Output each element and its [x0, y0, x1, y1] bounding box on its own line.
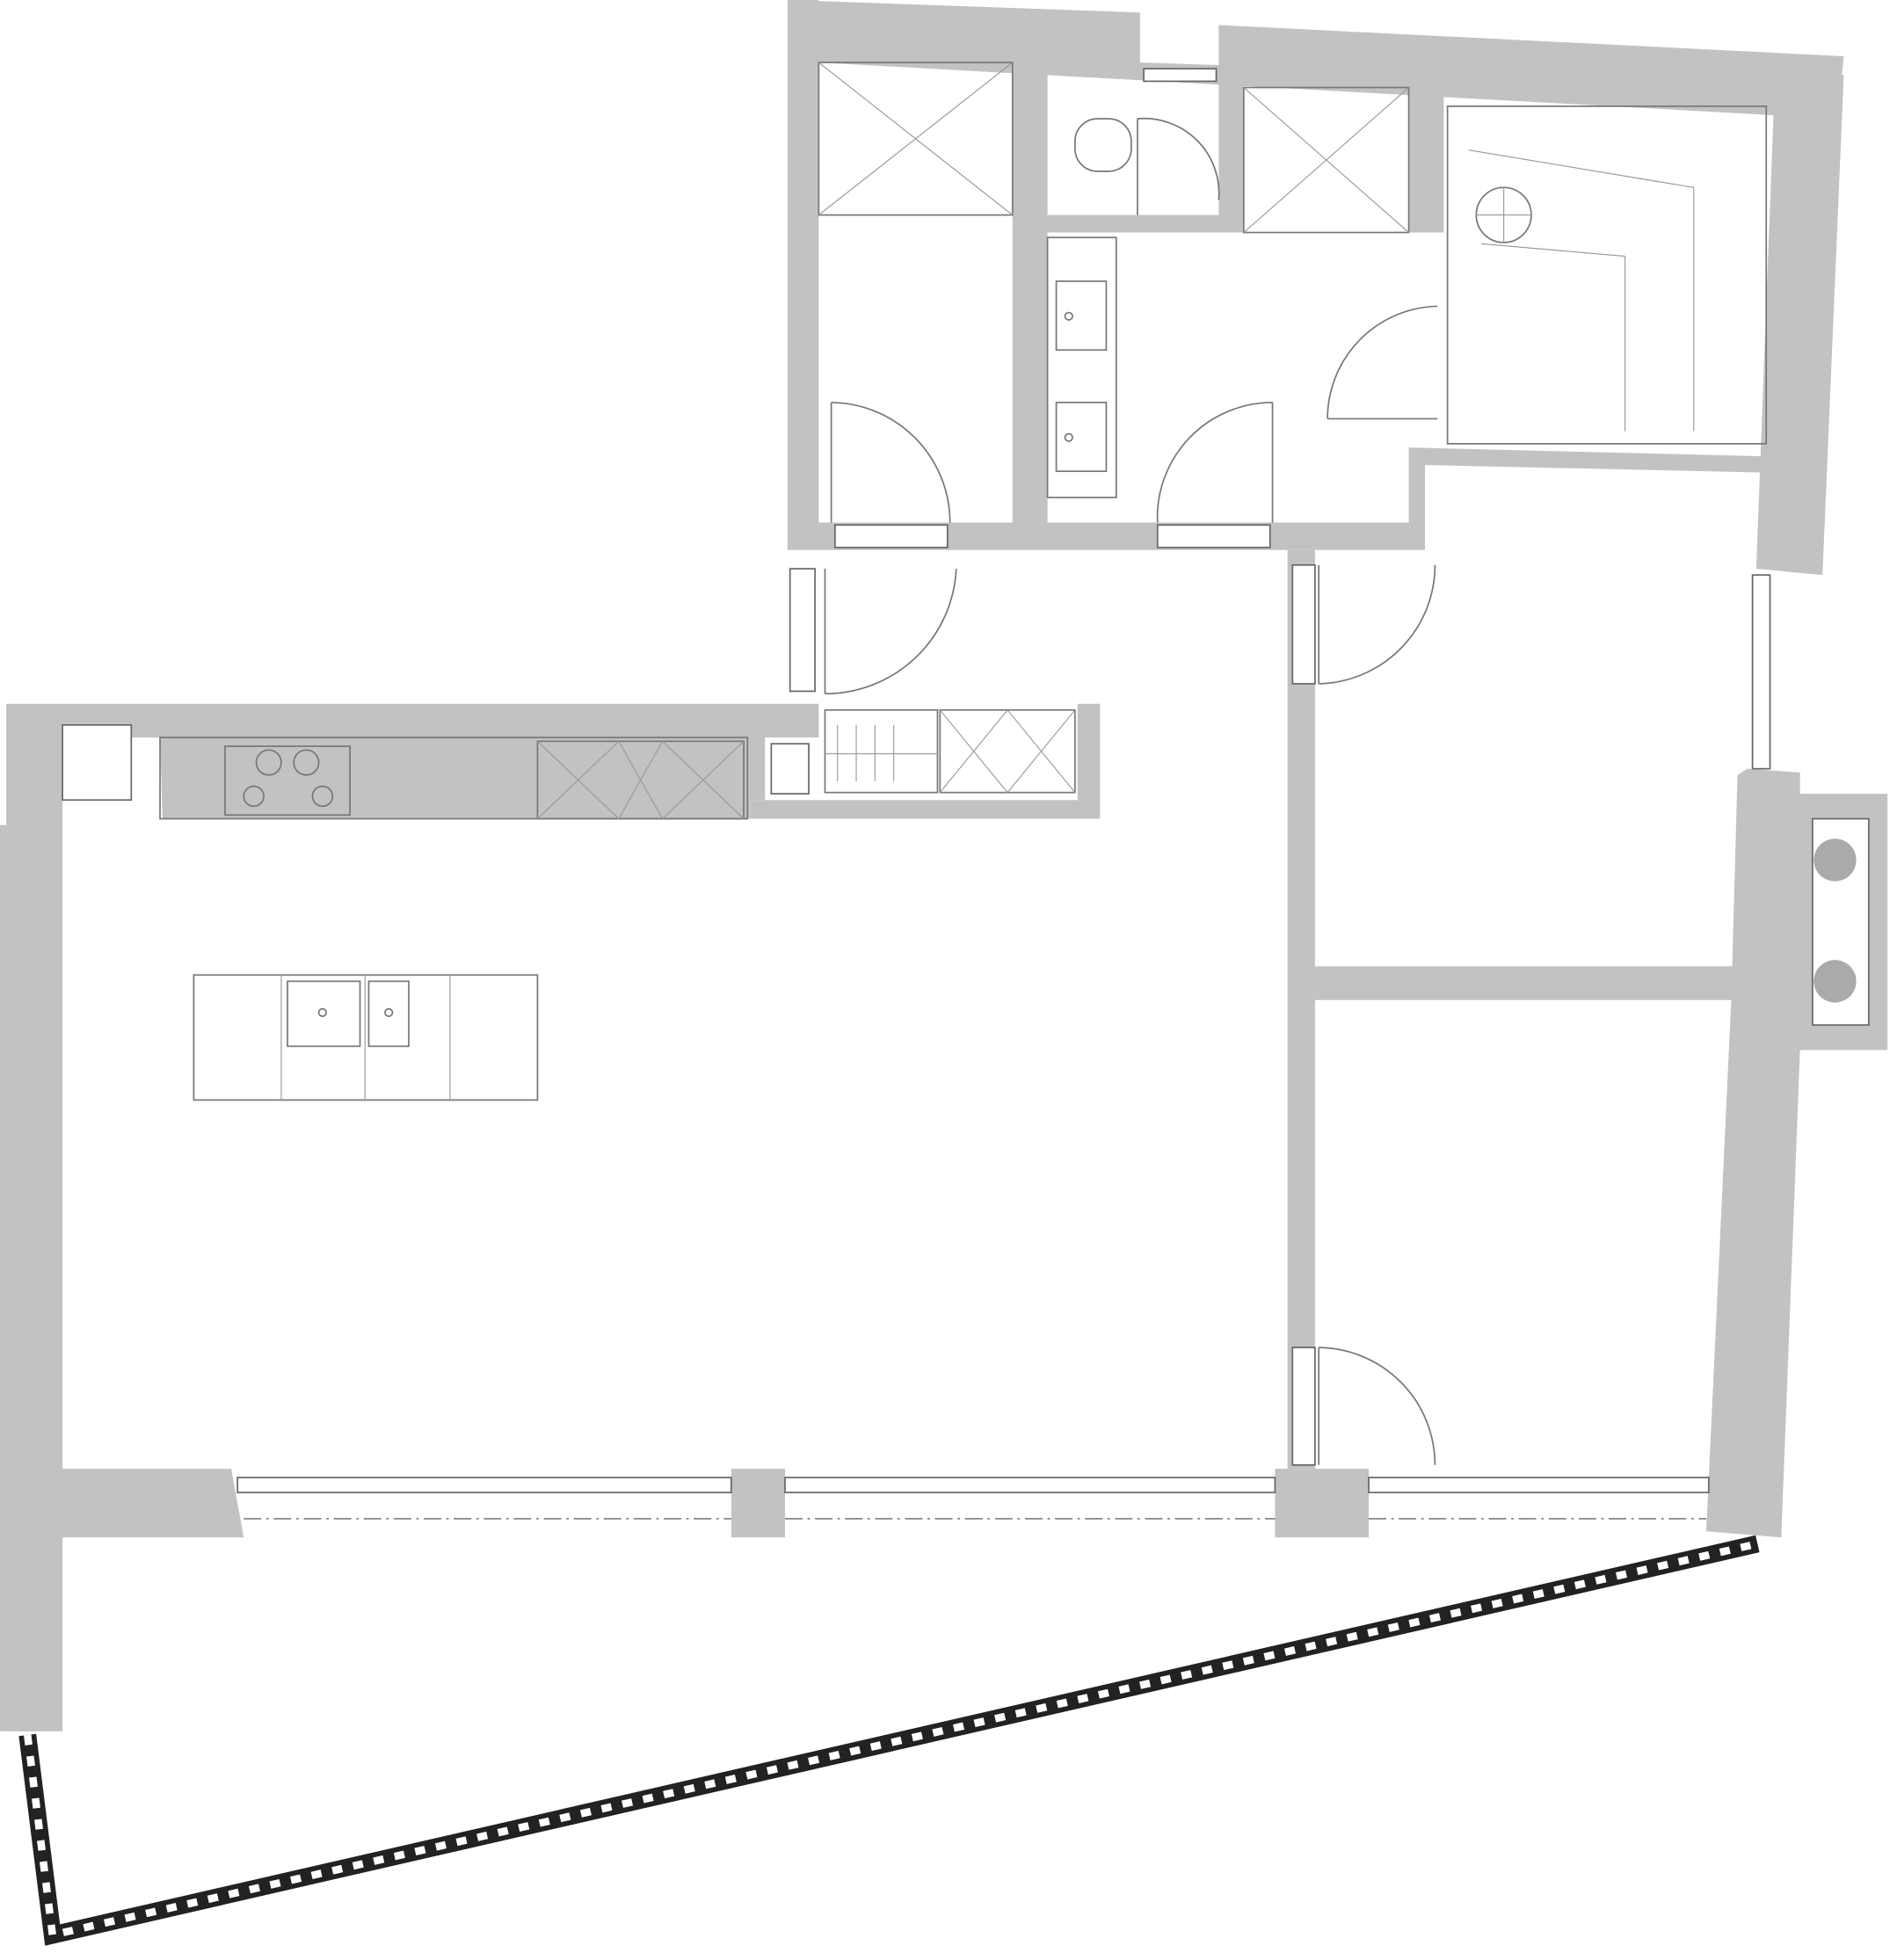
burner-icon: [255, 749, 282, 776]
door-swing: [1156, 402, 1274, 523]
shower-right: [1242, 86, 1410, 234]
wall-bath-div3: [1218, 62, 1244, 233]
door-swing: [830, 402, 951, 523]
bathroom-fixtures: [818, 62, 1768, 498]
cooktop: [224, 745, 352, 817]
wall-bath-bottom: [818, 522, 1426, 550]
windows: [236, 68, 1771, 1520]
window-3: [1368, 1477, 1710, 1493]
kitchen: [159, 708, 1076, 1101]
wall-bath-div4: [1408, 87, 1444, 233]
window-right: [1751, 574, 1771, 770]
sink-icon: [1055, 280, 1108, 352]
walls: [0, 0, 1888, 1731]
burner-icon: [311, 785, 334, 808]
wall-central: [1287, 549, 1315, 1470]
door-swing: [1318, 1347, 1436, 1465]
doors: [789, 117, 1438, 1466]
burner-icon: [293, 749, 320, 776]
door-swing: [824, 569, 957, 695]
door-swing: [1318, 564, 1436, 685]
tall-cabinets-hall: [939, 708, 1076, 794]
wall-upper-right: [1756, 75, 1844, 576]
door-swing: [1327, 305, 1438, 420]
wall-bath-div2: [1047, 214, 1219, 233]
door-swing: [1137, 117, 1220, 215]
stairs-outline: [1468, 149, 1695, 432]
burner-icon: [243, 785, 265, 808]
toilet-icon: [1074, 118, 1132, 172]
wall-pier-2: [1275, 1469, 1370, 1538]
wall-upper-left: [787, 0, 819, 550]
wall-main-top: [6, 703, 819, 1470]
tub: [1446, 105, 1768, 445]
sink-icon: [287, 980, 361, 1048]
wall-pier-1: [731, 1469, 785, 1538]
tall-cabinets: [536, 740, 745, 820]
wall-kitchen-box: [750, 703, 1101, 819]
wall-bath-step: [1408, 447, 1763, 526]
shower-left: [818, 62, 1014, 216]
sink-icon: [367, 980, 410, 1048]
window-top: [1143, 68, 1218, 83]
wardrobe-rail: [824, 708, 939, 794]
wall-mid-horizontal: [1314, 966, 1738, 1000]
window-2: [784, 1477, 1276, 1493]
counter: [159, 737, 749, 820]
wall-top: [789, 0, 1844, 120]
balcony-railing: [18, 1535, 1760, 1946]
sink-icon: [1055, 402, 1108, 473]
window-1: [236, 1477, 732, 1493]
chimney: [62, 724, 1870, 1027]
vanity: [1046, 236, 1117, 498]
wall-bath-div1: [1012, 62, 1048, 523]
kitchen-island: [193, 974, 539, 1101]
wall-bottom-left: [6, 1469, 244, 1731]
